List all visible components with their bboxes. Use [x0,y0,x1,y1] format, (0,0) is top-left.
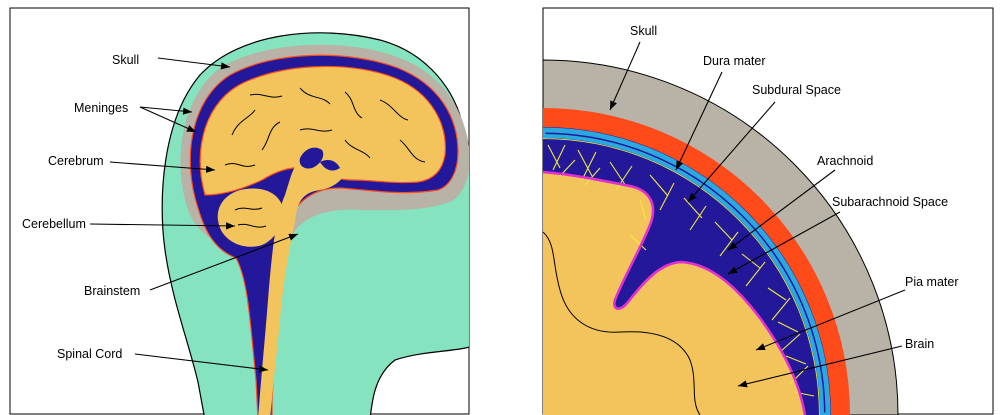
label-skull-right: Skull [630,24,657,38]
right-panel-meninges-layers: Skull Dura mater Subdural Space Arachnoi… [543,8,993,415]
label-brainstem: Brainstem [84,284,140,298]
label-pia-mater: Pia mater [905,275,959,289]
left-panel-sagittal-head: Skull Meninges Cerebrum Cerebellum Brain… [10,8,511,415]
label-brain: Brain [905,337,934,351]
label-spinal-cord: Spinal Cord [57,347,122,361]
label-dura-mater: Dura mater [703,54,766,68]
label-cerebrum: Cerebrum [48,154,104,168]
label-cerebellum: Cerebellum [22,217,86,231]
label-meninges: Meninges [74,101,128,115]
label-subarachnoid-space: Subarachnoid Space [832,195,948,209]
label-arachnoid: Arachnoid [817,154,873,168]
label-skull-left: Skull [112,53,139,67]
label-subdural-space: Subdural Space [752,83,841,97]
